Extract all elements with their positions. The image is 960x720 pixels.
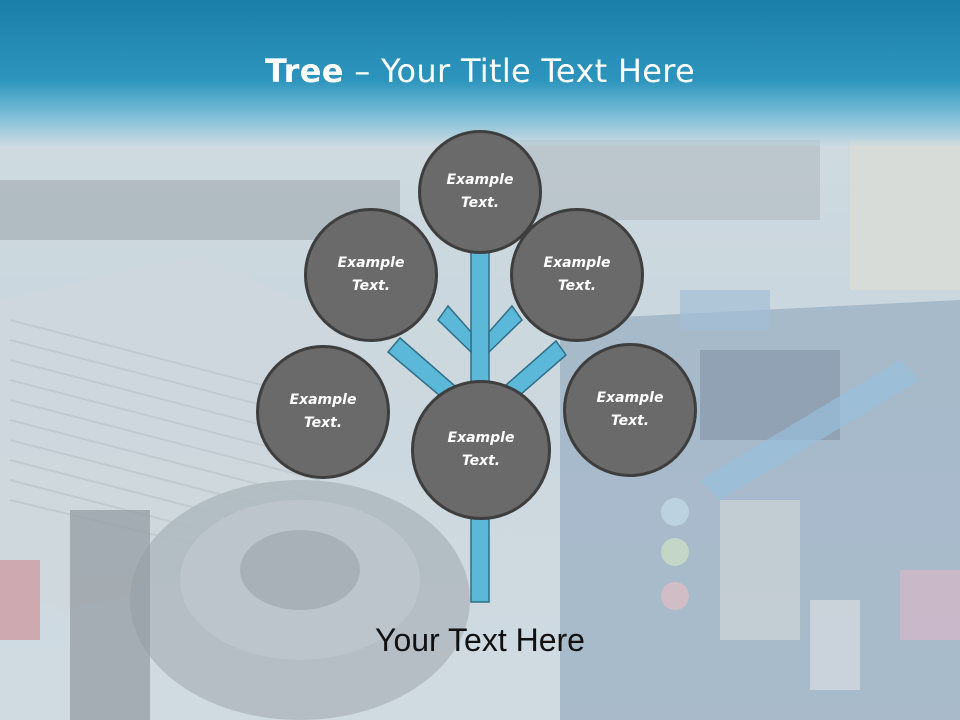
title-rest: – Your Title Text Here <box>343 52 695 90</box>
bubble-lower-left[interactable]: Example Text. <box>256 345 390 479</box>
title-banner <box>0 0 960 146</box>
bubble-center[interactable]: Example Text. <box>411 380 551 520</box>
branch-upper-right <box>488 304 523 354</box>
branch-upper-left <box>437 304 472 354</box>
slide-subtitle: Your Text Here <box>375 622 585 658</box>
bubble-top[interactable]: Example Text. <box>418 130 542 254</box>
title-bold: Tree <box>265 52 344 90</box>
bubble-upper-right[interactable]: Example Text. <box>510 208 644 342</box>
bubble-lower-right[interactable]: Example Text. <box>563 343 697 477</box>
bubble-upper-left[interactable]: Example Text. <box>304 208 438 342</box>
slide-title: Tree – Your Title Text Here <box>0 52 960 90</box>
